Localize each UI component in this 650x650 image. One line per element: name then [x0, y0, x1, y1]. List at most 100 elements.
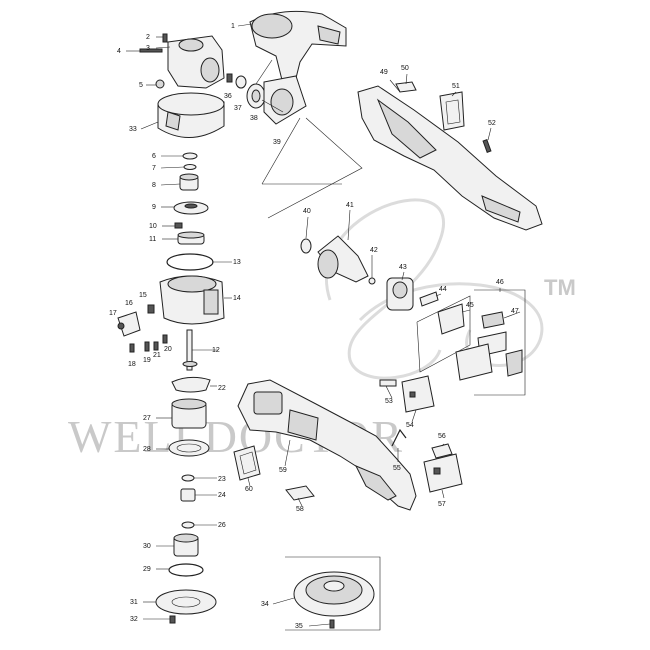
label-part-27: 27	[143, 415, 151, 422]
label-part-55: 55	[393, 465, 401, 472]
label-part-29: 29	[143, 566, 151, 573]
label-part-7: 7	[152, 165, 156, 172]
part-9-spiral-bevel-gear	[173, 201, 209, 215]
part-3-gear-housing-cover	[167, 35, 225, 89]
label-part-9: 9	[152, 204, 156, 211]
part-27-bearing-retainer	[171, 398, 207, 429]
label-part-32: 32	[130, 616, 138, 623]
label-part-42: 42	[370, 247, 378, 254]
label-part-12: 12	[212, 347, 220, 354]
label-part-1: 1	[231, 23, 235, 30]
label-part-16: 16	[125, 300, 133, 307]
part-20-screw	[162, 334, 168, 344]
part-1-motor-housing	[249, 10, 347, 87]
leader-line	[308, 623, 331, 627]
part-40-washer	[300, 238, 312, 254]
part-11-ball-bearing	[177, 231, 205, 245]
label-part-3: 3	[146, 45, 150, 52]
label-part-26: 26	[218, 522, 226, 529]
label-part-4: 4	[117, 48, 121, 55]
label-part-11: 11	[149, 236, 156, 243]
leader-line	[435, 293, 442, 297]
leader-line	[503, 311, 521, 319]
part-33-dust-cover	[157, 92, 225, 138]
part-46-controller-kit	[455, 311, 523, 381]
part-18-screw	[129, 343, 135, 353]
leader-line	[441, 443, 445, 447]
label-part-51: 51	[452, 83, 460, 90]
label-part-13: 13	[233, 259, 241, 266]
part-8-collar	[179, 173, 199, 191]
part-14-gear-housing	[159, 275, 225, 325]
label-part-41: 41	[346, 202, 354, 209]
label-part-28: 28	[143, 446, 151, 453]
leader-line	[487, 127, 492, 141]
label-part-18: 18	[128, 361, 136, 368]
part-10-screw	[174, 222, 183, 229]
label-part-22: 22	[218, 385, 226, 392]
label-part-50: 50	[401, 65, 409, 72]
label-part-44: 44	[439, 286, 447, 293]
label-part-8: 8	[152, 182, 156, 189]
leader-line	[451, 91, 457, 97]
part-26-ring	[181, 521, 195, 529]
leader-line	[401, 271, 405, 281]
part-30-inner-flange	[173, 533, 199, 557]
label-part-43: 43	[399, 264, 407, 271]
label-part-46: 46	[496, 279, 504, 286]
part-44-connector	[419, 291, 439, 307]
label-part-17: 17	[109, 310, 117, 317]
leader-line	[284, 439, 291, 467]
part-16-lever	[117, 311, 141, 337]
label-part-49: 49	[380, 69, 388, 76]
part-28-ring	[168, 439, 210, 457]
part-50-label	[395, 81, 417, 93]
label-part-21: 21	[153, 352, 161, 359]
label-part-54: 54	[406, 422, 414, 429]
part-34-backing-pad	[293, 571, 375, 617]
part-7-ring	[183, 164, 197, 170]
leader-line	[272, 597, 295, 605]
part-6-washer	[182, 152, 198, 160]
part-4-bolt	[139, 48, 163, 53]
leader-line	[347, 209, 351, 241]
part-19-screw	[144, 341, 150, 352]
label-part-5: 5	[139, 82, 143, 89]
leader-line	[237, 23, 253, 27]
part-38-bearing	[246, 83, 266, 109]
part-59-housing-half	[237, 379, 417, 511]
part-15-lock-pin	[147, 304, 155, 314]
label-part-58: 58	[296, 506, 304, 513]
label-part-35: 35	[295, 623, 303, 630]
leader-line	[155, 46, 171, 49]
part-24-bearing	[180, 488, 196, 502]
label-part-20: 20	[164, 346, 172, 353]
label-part-14: 14	[233, 295, 241, 302]
leader-lines	[126, 23, 521, 627]
leader-line	[247, 477, 251, 487]
part-51-frame	[439, 91, 465, 131]
part-53-cap	[379, 379, 397, 387]
part-37-ring	[235, 75, 247, 89]
part-21-screw	[153, 341, 159, 351]
label-part-37: 37	[234, 105, 242, 112]
assembly-lines	[261, 117, 526, 631]
part-32-screw	[169, 615, 176, 624]
leader-line	[255, 59, 273, 85]
label-part-23: 23	[218, 476, 226, 483]
leader-line	[305, 216, 309, 239]
part-22-labyrinth-ring	[171, 376, 211, 393]
label-part-56: 56	[438, 433, 446, 440]
leader-line	[389, 79, 401, 93]
part-labels: 1 2 3 4 5 33 6 7 8 9 10 11 13 14 15 16 1…	[109, 23, 519, 630]
part-2-screw	[162, 33, 168, 43]
label-part-60: 60	[245, 486, 253, 493]
leader-line	[461, 309, 471, 313]
leader-line	[297, 497, 303, 507]
part-57-controller	[423, 453, 463, 493]
part-29-o-ring	[168, 563, 204, 577]
part-23-collar	[181, 474, 195, 482]
part-42-bearing	[368, 277, 376, 285]
label-part-40: 40	[303, 208, 311, 215]
